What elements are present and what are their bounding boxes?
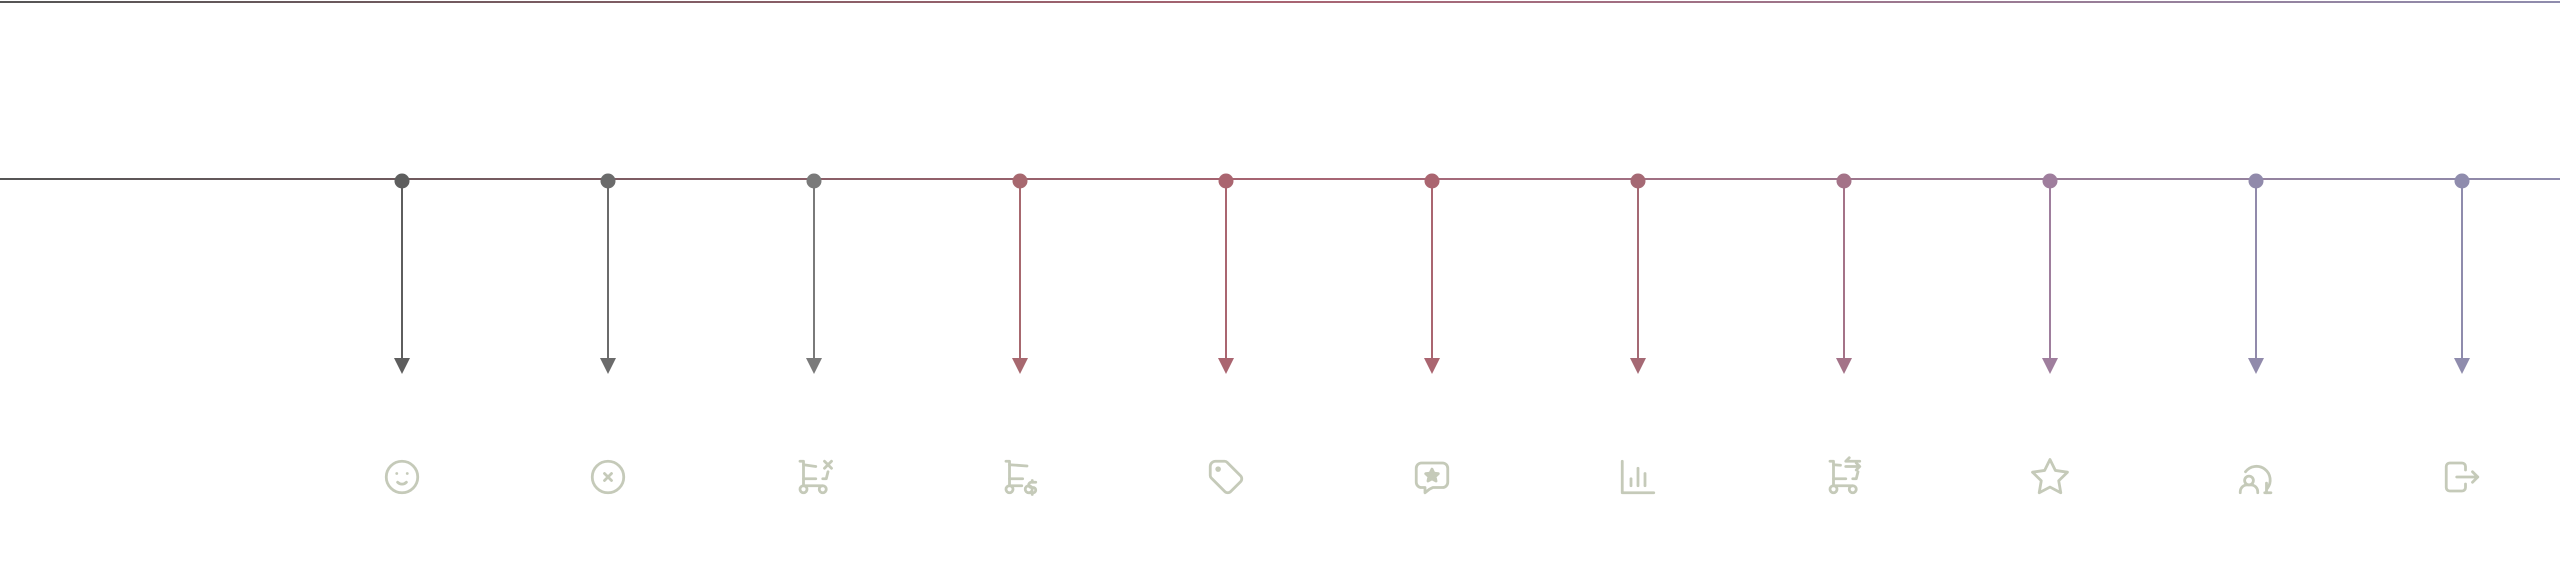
timeline-dot <box>2042 173 2058 189</box>
timeline-dot <box>394 173 410 189</box>
timeline-dot <box>806 173 822 189</box>
shopping-cart-dollar-icon <box>1004 459 1038 496</box>
timeline-dot <box>1012 173 1028 189</box>
arrow-head <box>2248 358 2264 374</box>
timeline-dot <box>2454 173 2470 189</box>
gradient-lines <box>0 1 2560 180</box>
shopping-cart-sync-icon <box>1828 456 1862 495</box>
event-9 <box>2031 173 2069 495</box>
shopping-cart-x-icon <box>798 459 833 495</box>
timeline-dot <box>2248 173 2264 189</box>
event-2 <box>590 173 626 495</box>
event-11 <box>2444 173 2480 493</box>
circle-x-icon <box>590 459 626 495</box>
timeline-dot <box>600 173 616 189</box>
timeline-events <box>384 173 2480 496</box>
event-3 <box>798 173 833 495</box>
timeline-dot <box>1836 173 1852 189</box>
event-4 <box>1004 173 1038 496</box>
star-icon <box>2031 458 2069 495</box>
arrow-head <box>2042 358 2058 374</box>
event-10 <box>2238 173 2273 495</box>
tag-icon <box>1208 459 1244 495</box>
event-7 <box>1620 173 1656 495</box>
mood-smile-icon <box>384 459 420 495</box>
arrow-head <box>1836 358 1852 374</box>
timeline-dot <box>1424 173 1440 189</box>
message-star-icon <box>1414 461 1450 495</box>
arrow-head <box>1424 358 1440 374</box>
arrow-head <box>394 358 410 374</box>
event-1 <box>384 173 420 495</box>
event-6 <box>1414 173 1450 495</box>
arrow-head <box>600 358 616 374</box>
arrow-head <box>806 358 822 374</box>
arrow-head <box>2454 358 2470 374</box>
arrow-head <box>1630 358 1646 374</box>
event-8 <box>1828 173 1862 495</box>
timeline-dot <box>1630 173 1646 189</box>
event-5 <box>1208 173 1244 495</box>
user-refresh-icon <box>2238 464 2273 495</box>
arrow-head <box>1012 358 1028 374</box>
logout-icon <box>2444 461 2480 493</box>
timeline-dot <box>1218 173 1234 189</box>
arrow-head <box>1218 358 1234 374</box>
chart-bar-icon <box>1620 459 1656 495</box>
